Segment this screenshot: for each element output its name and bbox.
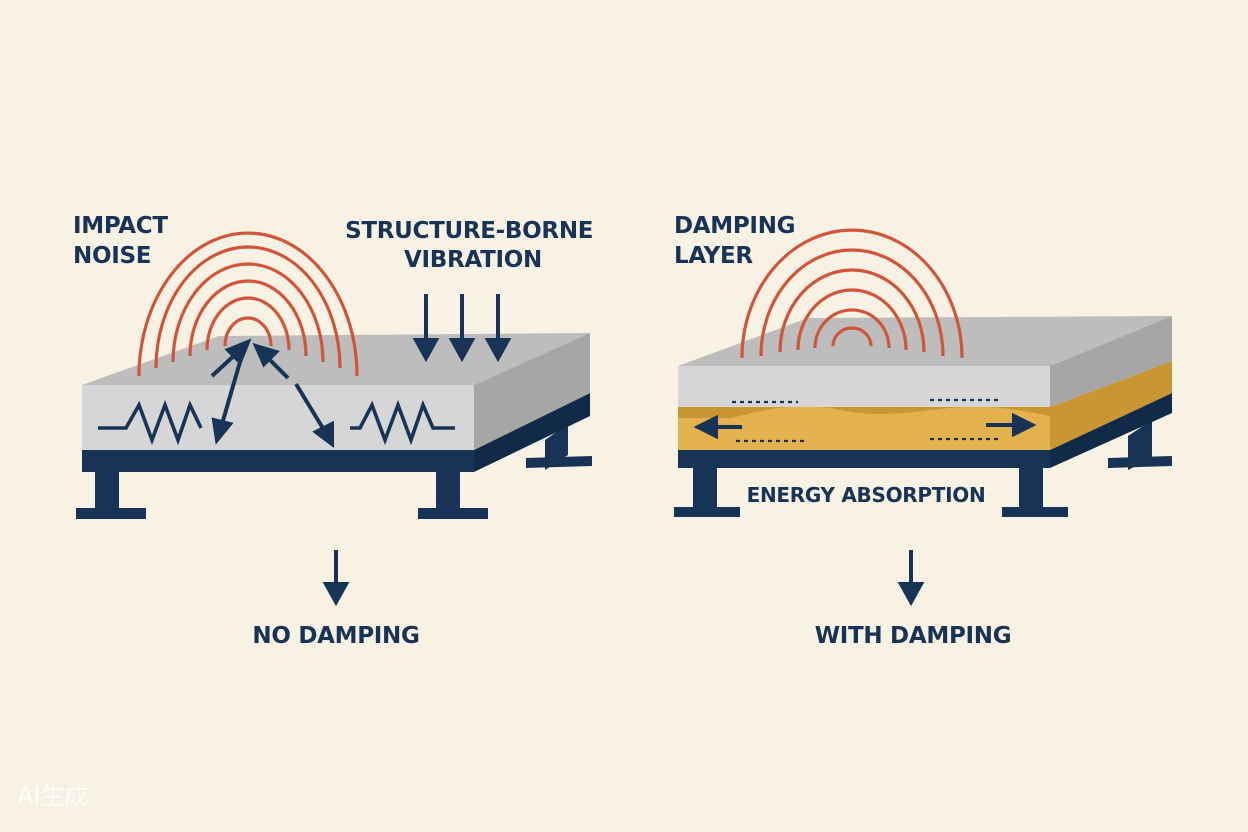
damping-layer-label: DAMPING LAYER bbox=[674, 213, 803, 269]
with-damping-panel: DAMPING LAYER ENERGY ABSORPTION WITH DAM… bbox=[674, 213, 1172, 649]
no-damping-panel: IMPACT NOISE STRUCTURE-BORNE VIBRATION N… bbox=[73, 213, 601, 649]
energy-absorption-label: ENERGY ABSORPTION bbox=[747, 483, 986, 507]
reflection-arrows bbox=[210, 338, 334, 448]
left-base-beam bbox=[82, 393, 590, 472]
impact-noise-label: IMPACT NOISE bbox=[73, 213, 175, 269]
with-damping-result-arrow bbox=[897, 550, 925, 607]
energy-dotted-lines bbox=[732, 398, 1000, 443]
right-supports bbox=[674, 420, 1172, 517]
impact-noise-waves bbox=[137, 231, 359, 377]
with-damping-caption: WITH DAMPING bbox=[815, 623, 1012, 649]
right-base-beam bbox=[678, 393, 1172, 468]
no-damping-result-arrow bbox=[322, 550, 350, 607]
structure-borne-label: STRUCTURE-BORNE VIBRATION bbox=[345, 218, 601, 273]
energy-dissipation-arrows bbox=[693, 412, 1037, 440]
no-damping-caption: NO DAMPING bbox=[252, 623, 419, 649]
structure-borne-arrows bbox=[412, 294, 512, 363]
reduced-noise-waves bbox=[740, 228, 964, 359]
vibration-zigzags bbox=[98, 399, 455, 446]
watermark: AI生成 bbox=[17, 782, 89, 810]
